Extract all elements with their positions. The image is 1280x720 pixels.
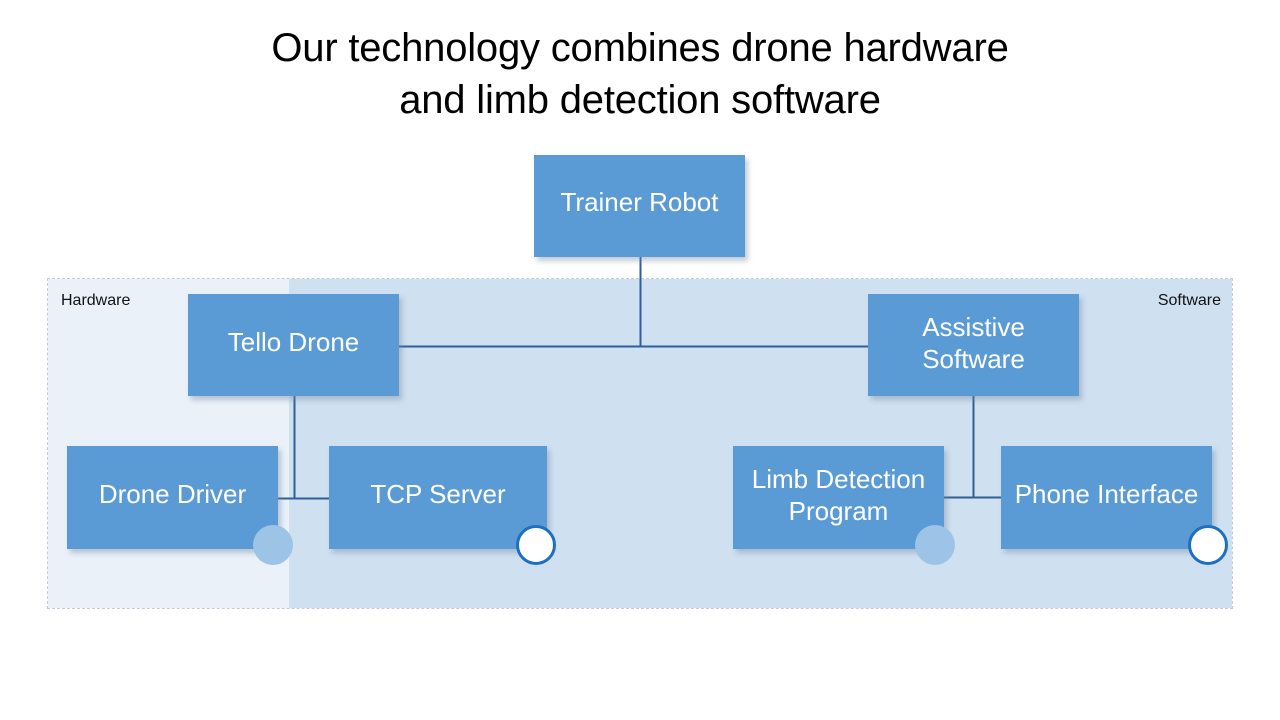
page-title: Our technology combines drone hardware a… [140, 22, 1140, 126]
hardware-region-label: Hardware [61, 292, 131, 309]
status-badge-phone-interface [1188, 525, 1228, 565]
status-badge-limb-detection-program [915, 525, 955, 565]
node-limb-detection-program-label: Limb Detection Program [751, 463, 926, 526]
page-title-line-2: and limb detection software [399, 78, 881, 122]
node-tcp-server-label: TCP Server [370, 478, 506, 509]
software-region-label: Software [1157, 292, 1221, 309]
status-badge-drone-driver [253, 525, 293, 565]
software-region [289, 279, 1232, 608]
node-tcp-server[interactable]: TCP Server [329, 446, 547, 549]
page-title-line-1: Our technology combines drone hardware [271, 26, 1009, 70]
node-tello-drone-label: Tello Drone [227, 327, 360, 357]
node-tello-drone[interactable]: Tello Drone [188, 294, 399, 396]
status-badge-tcp-server [516, 525, 556, 565]
node-drone-driver-label: Drone Driver [98, 478, 247, 509]
node-trainer-robot-label: Trainer Robot [560, 187, 719, 217]
node-phone-interface-label: Phone Interface [1014, 478, 1199, 509]
node-assistive-software[interactable]: Assistive Software [868, 294, 1079, 396]
node-phone-interface[interactable]: Phone Interface [1001, 446, 1212, 549]
node-limb-detection-program[interactable]: Limb Detection Program [733, 446, 944, 549]
node-assistive-software-label: Assistive Software [922, 312, 1025, 374]
node-drone-driver[interactable]: Drone Driver [67, 446, 278, 549]
node-trainer-robot[interactable]: Trainer Robot [534, 155, 745, 257]
